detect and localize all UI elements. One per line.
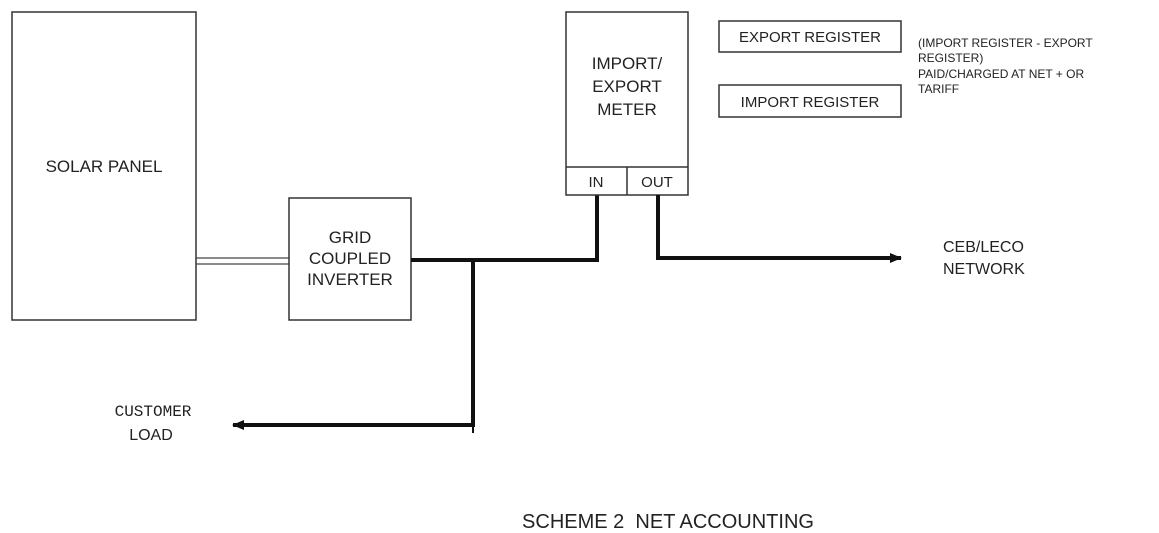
customer-load-label-line-2: LOAD [129,427,173,444]
solar-panel-label: SOLAR PANEL [46,157,163,176]
solar-panel-block: SOLAR PANEL [11,11,197,321]
meter-in-terminal-label: IN [589,174,604,191]
import-register-label: IMPORT REGISTER [741,94,880,111]
inverter-label-line-2: COUPLED [309,249,391,268]
meter-out-terminal-label: OUT [641,174,673,191]
export-register-box: EXPORT REGISTER [718,20,902,53]
meter-label-line-1: IMPORT/ [592,54,663,73]
diagram-caption: SCHEME 2 NET ACCOUNTING [522,511,814,533]
grid-coupled-inverter-block: GRID COUPLED INVERTER [288,197,412,321]
inverter-label-line-1: GRID [329,228,372,247]
export-register-label: EXPORT REGISTER [739,29,881,46]
note-line-4: TARIFF [918,82,959,96]
customer-load-label: CUSTOMER LOAD [115,403,192,444]
import-export-meter-block: IMPORT/ EXPORT METER IN OUT [565,11,689,196]
meter-label-line-2: EXPORT [592,77,662,96]
note-line-3: PAID/CHARGED AT NET + OR [918,67,1084,81]
panel-inverter-dc-link [196,257,289,265]
network-label: CEB/LECO NETWORK [943,239,1025,278]
import-register-box: IMPORT REGISTER [718,84,902,118]
network-label-line-2: NETWORK [943,261,1025,278]
note-line-1: (IMPORT REGISTER - EXPORT [918,36,1093,50]
note-line-2: REGISTER) [918,51,983,65]
network-label-line-1: CEB/LECO [943,239,1024,256]
net-accounting-note: (IMPORT REGISTER - EXPORT REGISTER) PAID… [918,36,1093,96]
meter-label-line-3: METER [597,100,657,119]
customer-load-label-line-1: CUSTOMER [115,403,192,421]
meter-out-to-network-line [656,195,902,263]
inverter-to-meter-in-line [411,195,599,262]
inverter-label-line-3: INVERTER [307,270,393,289]
